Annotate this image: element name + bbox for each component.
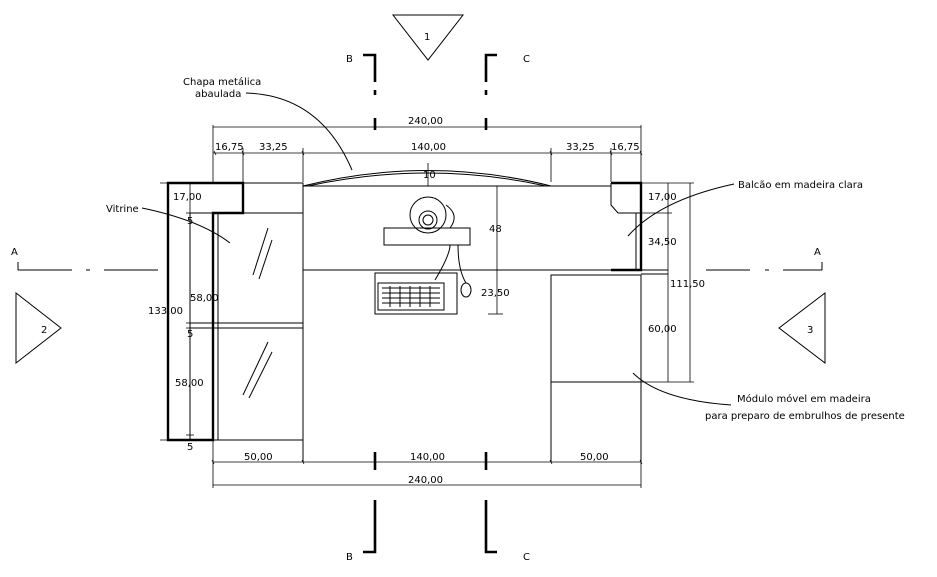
view-triangle-left [15, 291, 62, 365]
bottom-dimensions: 50,00 140,00 50,00 240,00 [211, 440, 643, 488]
counter-outline [166, 181, 668, 442]
dim-top-33-25-left: 33,25 [259, 142, 288, 153]
dim-overall-bottom: 240,00 [408, 475, 443, 486]
section-line-b: B B [346, 53, 377, 563]
dim-left-17: 17,00 [173, 192, 202, 203]
monitor-base [383, 227, 471, 246]
label-modulo-line1: Módulo móvel em madeira [737, 393, 871, 405]
label-vitrine: Vitrine [106, 204, 139, 215]
label-chapa-line1: Chapa metálica [183, 76, 261, 88]
dim-left-133: 133,00 [148, 306, 183, 317]
view-triangle-top [391, 14, 465, 61]
dim-right-111-5: 111,50 [670, 279, 705, 290]
view-triangle-right [778, 291, 826, 365]
view-label-top: 1 [424, 32, 430, 43]
section-label-c-top: C [523, 54, 530, 65]
section-label-c-bottom: C [523, 552, 530, 563]
dim-top-16-75-left: 16,75 [215, 142, 244, 153]
dim-inner-23-5: 23,50 [481, 288, 510, 299]
annotation-modulo: Módulo móvel em madeira para preparo de … [632, 372, 905, 422]
section-label-a-left: A [11, 247, 18, 258]
dim-left-5-mid: 5 [187, 329, 193, 340]
view-marker-right: 3 [778, 291, 826, 365]
label-balcao: Balcão em madeira clara [738, 180, 863, 191]
dim-right-60: 60,00 [648, 324, 677, 335]
dim-top-140: 140,00 [411, 142, 446, 153]
dim-bottom-50-right: 50,00 [580, 452, 609, 463]
metal-sheet: 10 [302, 163, 552, 187]
dim-right-34-5: 34,50 [648, 237, 677, 248]
dim-inner-10: 10 [423, 170, 436, 181]
mobile-module [302, 274, 642, 462]
dim-bottom-50-left: 50,00 [244, 452, 273, 463]
annotation-vitrine: Vitrine [106, 204, 231, 244]
annotation-balcao: Balcão em madeira clara [627, 180, 863, 237]
dim-left-58-top: 58,00 [190, 293, 219, 304]
dim-right-17: 17,00 [648, 192, 677, 203]
top-dimensions: 240,00 16,75 33,25 140,00 33,25 16,75 [212, 116, 643, 182]
keyboard-icon [377, 282, 445, 311]
annotation-chapa: Chapa metálica abaulada [183, 76, 353, 171]
dim-top-16-75-right: 16,75 [611, 142, 640, 153]
view-marker-top: 1 [391, 14, 465, 61]
section-label-a-right: A [814, 247, 821, 258]
section-line-c: C C [484, 53, 530, 563]
section-label-b-top: B [346, 54, 353, 65]
right-dimensions: 17,00 34,50 60,00 111,50 [641, 182, 705, 383]
computer: 48 23,50 [374, 186, 510, 315]
dim-inner-48: 48 [489, 224, 502, 235]
dim-left-5-bottom: 5 [187, 442, 193, 453]
label-chapa-line2: abaulada [195, 89, 241, 100]
mouse-icon [460, 282, 472, 298]
label-modulo-line2: para preparo de embrulhos de presente [705, 411, 905, 422]
monitor-icon [409, 196, 447, 234]
keyboard-tray [374, 272, 458, 315]
vitrine [189, 212, 304, 441]
dim-top-33-25-right: 33,25 [566, 142, 595, 153]
section-label-b-bottom: B [346, 552, 353, 563]
dim-left-58-bottom: 58,00 [175, 378, 204, 389]
dim-overall-top: 240,00 [408, 116, 443, 127]
left-dimensions: 17,00 5 58,00 5 58,00 5 133,00 [148, 182, 219, 453]
view-marker-left: 2 [15, 291, 62, 365]
view-label-right: 3 [807, 325, 813, 336]
dim-bottom-140: 140,00 [410, 452, 445, 463]
section-line-a: A A [11, 247, 823, 271]
view-label-left: 2 [41, 325, 47, 336]
